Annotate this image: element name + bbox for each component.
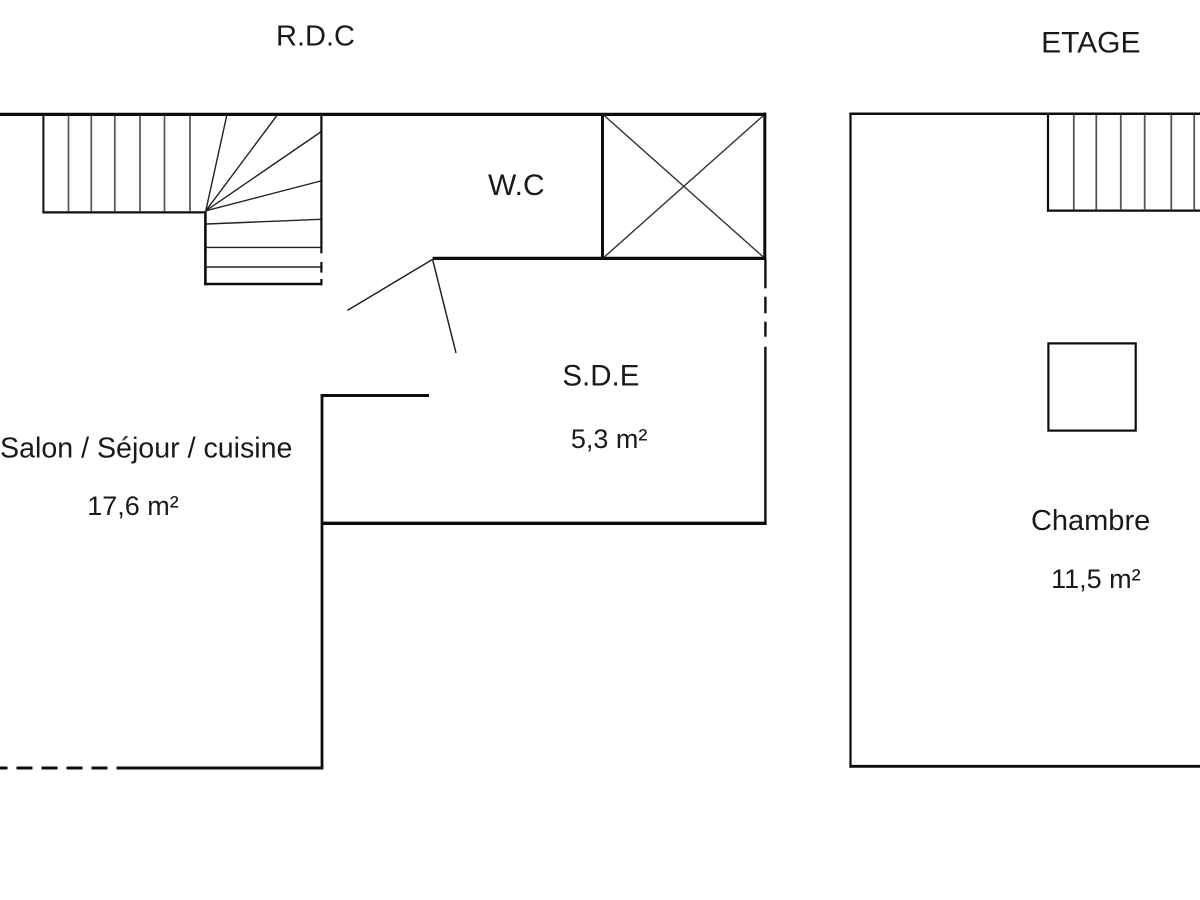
svg-text:W.C: W.C xyxy=(488,169,545,202)
svg-text:11,5 m²: 11,5 m² xyxy=(1051,564,1141,594)
svg-text:S.D.E: S.D.E xyxy=(562,360,639,393)
svg-text:Chambre: Chambre xyxy=(1031,505,1150,537)
svg-text:ETAGE: ETAGE xyxy=(1041,27,1140,60)
svg-text:Salon / Séjour / cuisine: Salon / Séjour / cuisine xyxy=(0,433,292,465)
svg-text:R.D.C: R.D.C xyxy=(276,21,355,53)
svg-text:5,3 m²: 5,3 m² xyxy=(571,424,648,454)
svg-text:17,6 m²: 17,6 m² xyxy=(87,491,179,521)
